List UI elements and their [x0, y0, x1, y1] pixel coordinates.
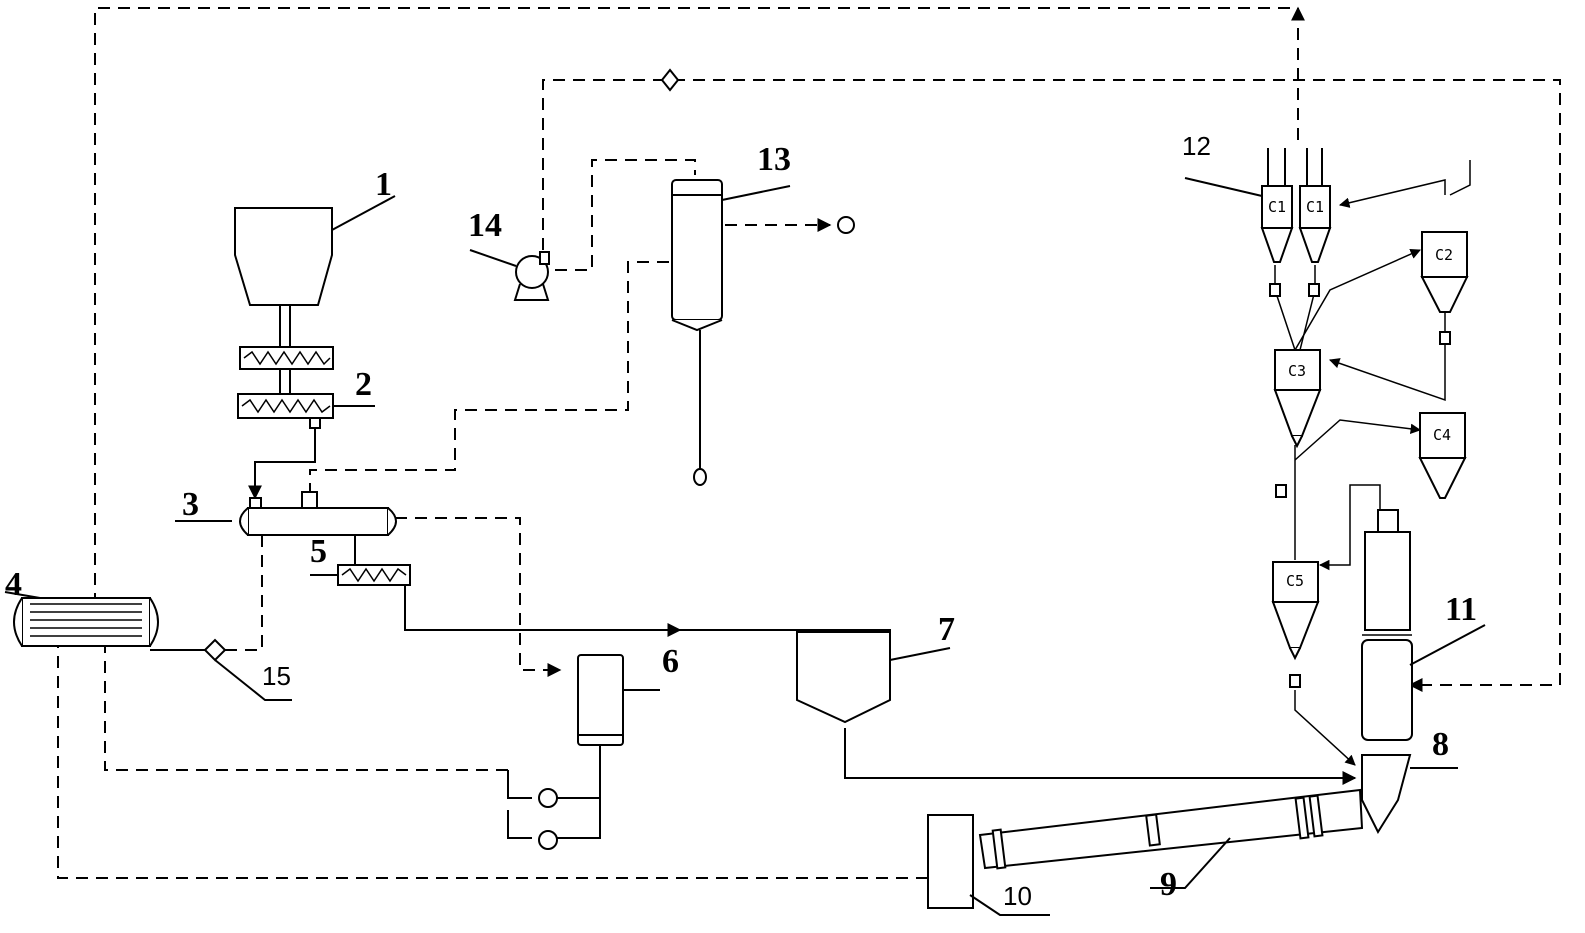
material-line-pump-a [507, 770, 532, 799]
component-labels: 1 2 3 4 5 6 7 8 9 10 11 12 13 14 15 [5, 131, 1477, 911]
gas-outlet-icon [837, 216, 855, 234]
cyclone-label-c5: C5 [1286, 572, 1304, 590]
rotary-kiln [978, 788, 1364, 889]
screw-conveyor [310, 564, 411, 586]
gas-line-kiln-to-exchanger [51, 620, 928, 879]
label-8: 8 [1432, 726, 1449, 763]
label-7: 7 [938, 611, 955, 648]
cyclone-label-c1a: C1 [1268, 198, 1286, 216]
cyclone-label-c2: C2 [1435, 246, 1453, 264]
label-11: 11 [1445, 591, 1477, 628]
label-10: 10 [1003, 881, 1032, 911]
preheater-line-c2-to-c1 [1338, 179, 1446, 208]
heat-exchanger [4, 591, 205, 651]
label-6: 6 [662, 643, 679, 680]
screw-feeder [237, 346, 375, 429]
gas-column [671, 179, 791, 486]
dryer [175, 491, 397, 565]
pump-icon [538, 830, 558, 850]
material-line-feeder-to-dryer [248, 428, 316, 500]
calciner [1361, 509, 1486, 741]
cyclone-labels: C1 C1 C2 C3 C4 C5 [1268, 198, 1453, 590]
material-lines [248, 160, 1471, 839]
cyclone-label-c3: C3 [1288, 362, 1306, 380]
induced-draft-fan [469, 249, 550, 301]
discharge-outlet-icon [693, 468, 707, 486]
gas-line-fan-to-calciner [542, 79, 1561, 692]
gas-lines [51, 6, 1561, 879]
preheater-line-c5-to-c4 [1294, 419, 1422, 461]
gas-line-dryer-to-valve15 [225, 535, 263, 651]
label-14: 14 [468, 207, 502, 244]
label-15: 15 [262, 661, 291, 691]
material-line-pump-b [507, 810, 532, 839]
kiln-inlet [1361, 754, 1458, 835]
gas-line-dryer-to-collector [395, 517, 562, 677]
label-9: 9 [1160, 866, 1177, 903]
cyclone-label-c4: C4 [1433, 426, 1451, 444]
dust-collector [577, 654, 660, 746]
label-1: 1 [375, 166, 392, 203]
kiln-hood [927, 814, 1050, 916]
label-3: 3 [182, 486, 199, 523]
preheater-line-calciner-to-c5 [1318, 484, 1381, 571]
pump-icon [538, 788, 558, 808]
valve [203, 638, 292, 701]
gas-line-column-to-fan [555, 159, 696, 271]
material-line-silo-to-kiln [844, 728, 1357, 785]
material-line-collector-discharge [550, 745, 601, 839]
damper-valve-icon [660, 68, 680, 92]
gas-line-top-loop [94, 7, 1298, 625]
cyclone-label-c1b: C1 [1306, 198, 1324, 216]
preheater-line-c5-to-kiln [1294, 690, 1356, 766]
raw-meal-silo [796, 631, 951, 724]
label-12: 12 [1182, 131, 1211, 161]
preheater-line-c4-to-c3 [1329, 310, 1446, 402]
gas-line-dryer-to-column [309, 261, 672, 495]
label-13: 13 [757, 141, 791, 178]
preheater-line-feed-in [1449, 160, 1471, 196]
gas-line-return-to-exchanger [98, 620, 508, 771]
cyclone-preheater [1184, 148, 1469, 688]
preheater-line-c1a-to-c3 [1274, 265, 1296, 351]
label-4: 4 [5, 566, 22, 603]
raw-material-hopper [234, 195, 396, 350]
label-2: 2 [355, 366, 372, 403]
preheater-line-c3-to-c2 [1294, 249, 1421, 351]
outlets [538, 68, 855, 850]
label-5: 5 [310, 533, 327, 570]
